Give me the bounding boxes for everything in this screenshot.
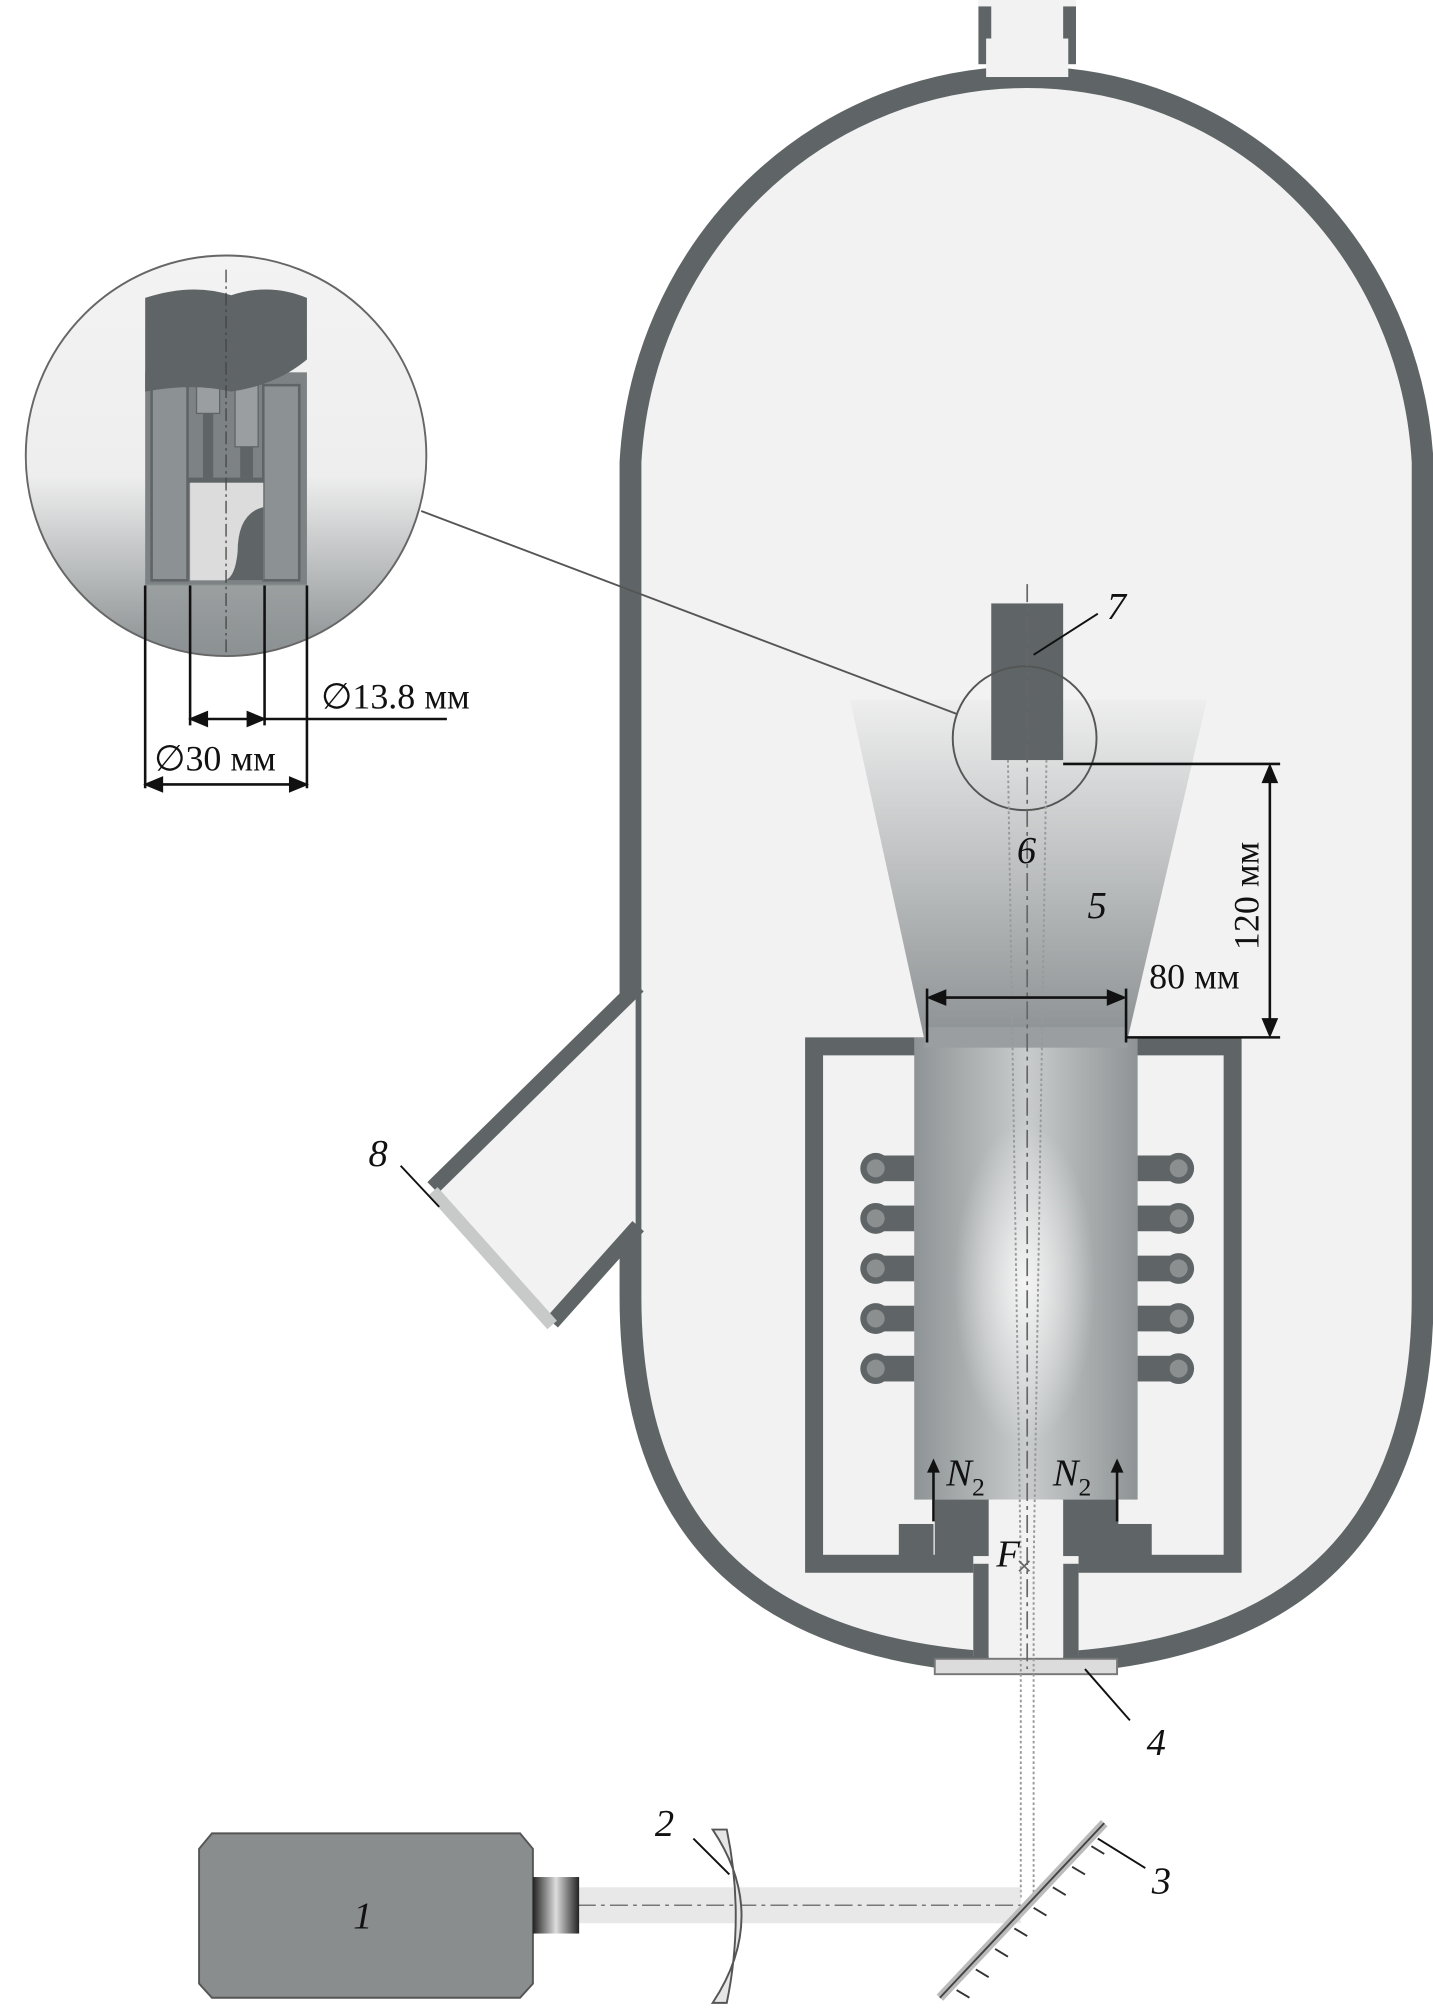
label-7: 7 — [1107, 586, 1128, 628]
svg-text:N2: N2 — [945, 1452, 985, 1501]
n2-left: N2 — [927, 1452, 985, 1522]
label-6: 6 — [1017, 830, 1037, 872]
n2-right: N2 — [1052, 1452, 1124, 1522]
inset-dimension-lines — [143, 585, 447, 793]
zoom-circle — [951, 665, 1098, 812]
coil-left — [860, 1152, 915, 1385]
beam-horizontal — [577, 1887, 1021, 1924]
plume-cone — [850, 699, 1207, 1040]
inset-magnified-view — [24, 254, 428, 658]
label-1: 1 — [353, 1895, 372, 1937]
dimension-80mm — [925, 988, 1128, 1043]
laser — [198, 1832, 580, 1999]
lens — [710, 1828, 743, 2004]
label-4: 4 — [1147, 1722, 1166, 1764]
label-3: 3 — [1151, 1861, 1171, 1903]
label-2: 2 — [655, 1803, 674, 1845]
focus-label: F — [995, 1533, 1020, 1575]
focus-marker: × — [1016, 1554, 1033, 1578]
label-5: 5 — [1088, 885, 1107, 927]
label-8: 8 — [369, 1133, 388, 1175]
coil-right — [1137, 1152, 1195, 1385]
dimension-80mm-label: 80 мм — [1149, 957, 1239, 997]
dimension-120mm-label: 120 мм — [1226, 842, 1266, 950]
side-window — [427, 1187, 557, 1330]
side-port — [427, 980, 644, 1330]
svg-text:N2: N2 — [1052, 1452, 1092, 1501]
entrance-window — [933, 1657, 1119, 1676]
laser-beam — [1006, 760, 1048, 1901]
heater-coils — [860, 1152, 1195, 1385]
outer-diameter-label: ∅30 мм — [154, 738, 276, 778]
dimension-120mm — [1063, 762, 1281, 1039]
zoom-leader-line — [420, 510, 957, 715]
nozzle-base — [898, 1499, 1152, 1661]
inner-diameter-label: ∅13.8 мм — [321, 677, 470, 717]
mirror — [936, 1820, 1108, 2001]
furnace-box — [805, 1027, 1242, 1573]
